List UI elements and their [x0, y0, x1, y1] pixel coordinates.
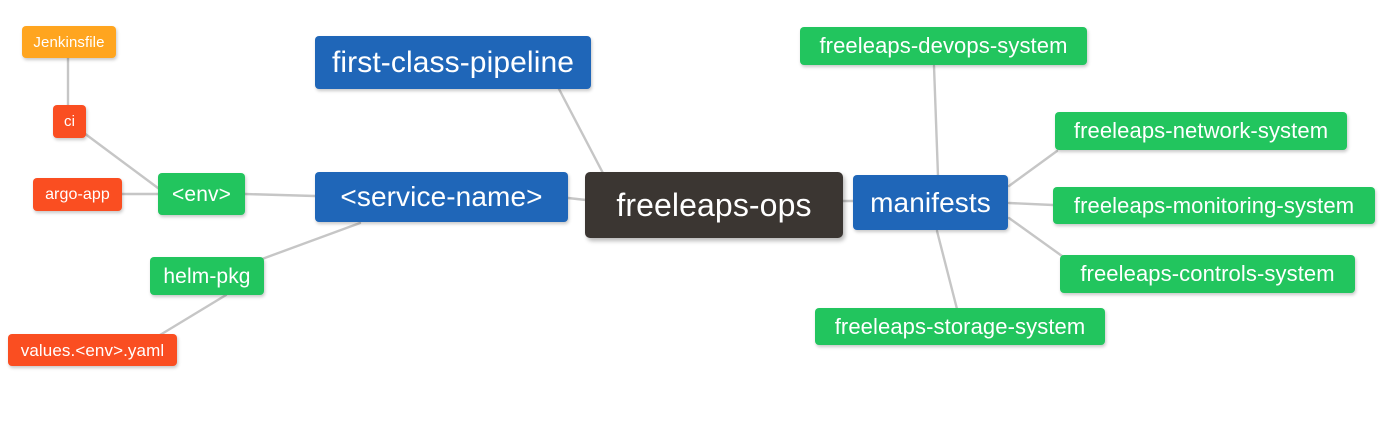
node-values-yaml-label: values.<env>.yaml — [20, 340, 165, 360]
edge-env-servicename — [243, 192, 317, 198]
node-freeleaps-controls-system-label: freeleaps-controls-system — [1080, 261, 1335, 286]
node-freeleaps-storage-system-label: freeleaps-storage-system — [834, 313, 1086, 339]
node-helm-pkg[interactable]: helm-pkg — [150, 257, 264, 295]
node-freeleaps-devops-system[interactable]: freeleaps-devops-system — [800, 27, 1087, 65]
node-freeleaps-network-system[interactable]: freeleaps-network-system — [1055, 112, 1347, 150]
node-first-class-pipeline[interactable]: first-class-pipeline — [315, 36, 591, 89]
edge-storagesystem-manifests — [935, 229, 959, 311]
node-freeleaps-storage-system[interactable]: freeleaps-storage-system — [815, 308, 1105, 345]
node-argo-app[interactable]: argo-app — [33, 178, 122, 211]
edge-monitoringsystem-manifests — [1007, 201, 1055, 207]
node-manifests-label: manifests — [870, 186, 991, 218]
node-helm-pkg-label: helm-pkg — [163, 264, 251, 288]
node-argo-app-label: argo-app — [45, 185, 110, 203]
edge-ci-env — [82, 131, 164, 193]
node-ci-label: ci — [63, 113, 76, 130]
node-env-label: <env> — [172, 182, 231, 206]
edge-networksystem-manifests — [1007, 149, 1059, 188]
edge-valuesyaml-helmpkg — [158, 293, 228, 337]
node-freeleaps-network-system-label: freeleaps-network-system — [1073, 118, 1329, 143]
node-freeleaps-devops-system-label: freeleaps-devops-system — [819, 33, 1068, 58]
node-jenkinsfile[interactable]: Jenkinsfile — [22, 26, 116, 58]
node-manifests[interactable]: manifests — [853, 175, 1008, 230]
node-values-yaml[interactable]: values.<env>.yaml — [8, 334, 177, 366]
node-service-name-label: <service-name> — [340, 181, 543, 212]
edge-controlssystem-manifests — [1007, 216, 1064, 258]
edge-servicename-root — [566, 196, 588, 202]
node-service-name[interactable]: <service-name> — [315, 172, 568, 222]
node-freeleaps-monitoring-system[interactable]: freeleaps-monitoring-system — [1053, 187, 1375, 224]
edge-helmpkg-servicename — [260, 221, 362, 261]
node-freeleaps-monitoring-system-label: freeleaps-monitoring-system — [1073, 192, 1355, 218]
node-first-class-pipeline-label: first-class-pipeline — [331, 45, 575, 79]
node-root-freeleaps-ops[interactable]: freeleaps-ops — [585, 172, 843, 238]
node-root-label: freeleaps-ops — [616, 187, 812, 223]
node-env[interactable]: <env> — [158, 173, 245, 215]
edge-devopssystem-manifests — [932, 64, 940, 178]
node-ci[interactable]: ci — [53, 105, 86, 138]
node-freeleaps-controls-system[interactable]: freeleaps-controls-system — [1060, 255, 1355, 293]
edge-firstclasspipeline-root — [557, 87, 607, 179]
node-jenkinsfile-label: Jenkinsfile — [33, 33, 105, 51]
